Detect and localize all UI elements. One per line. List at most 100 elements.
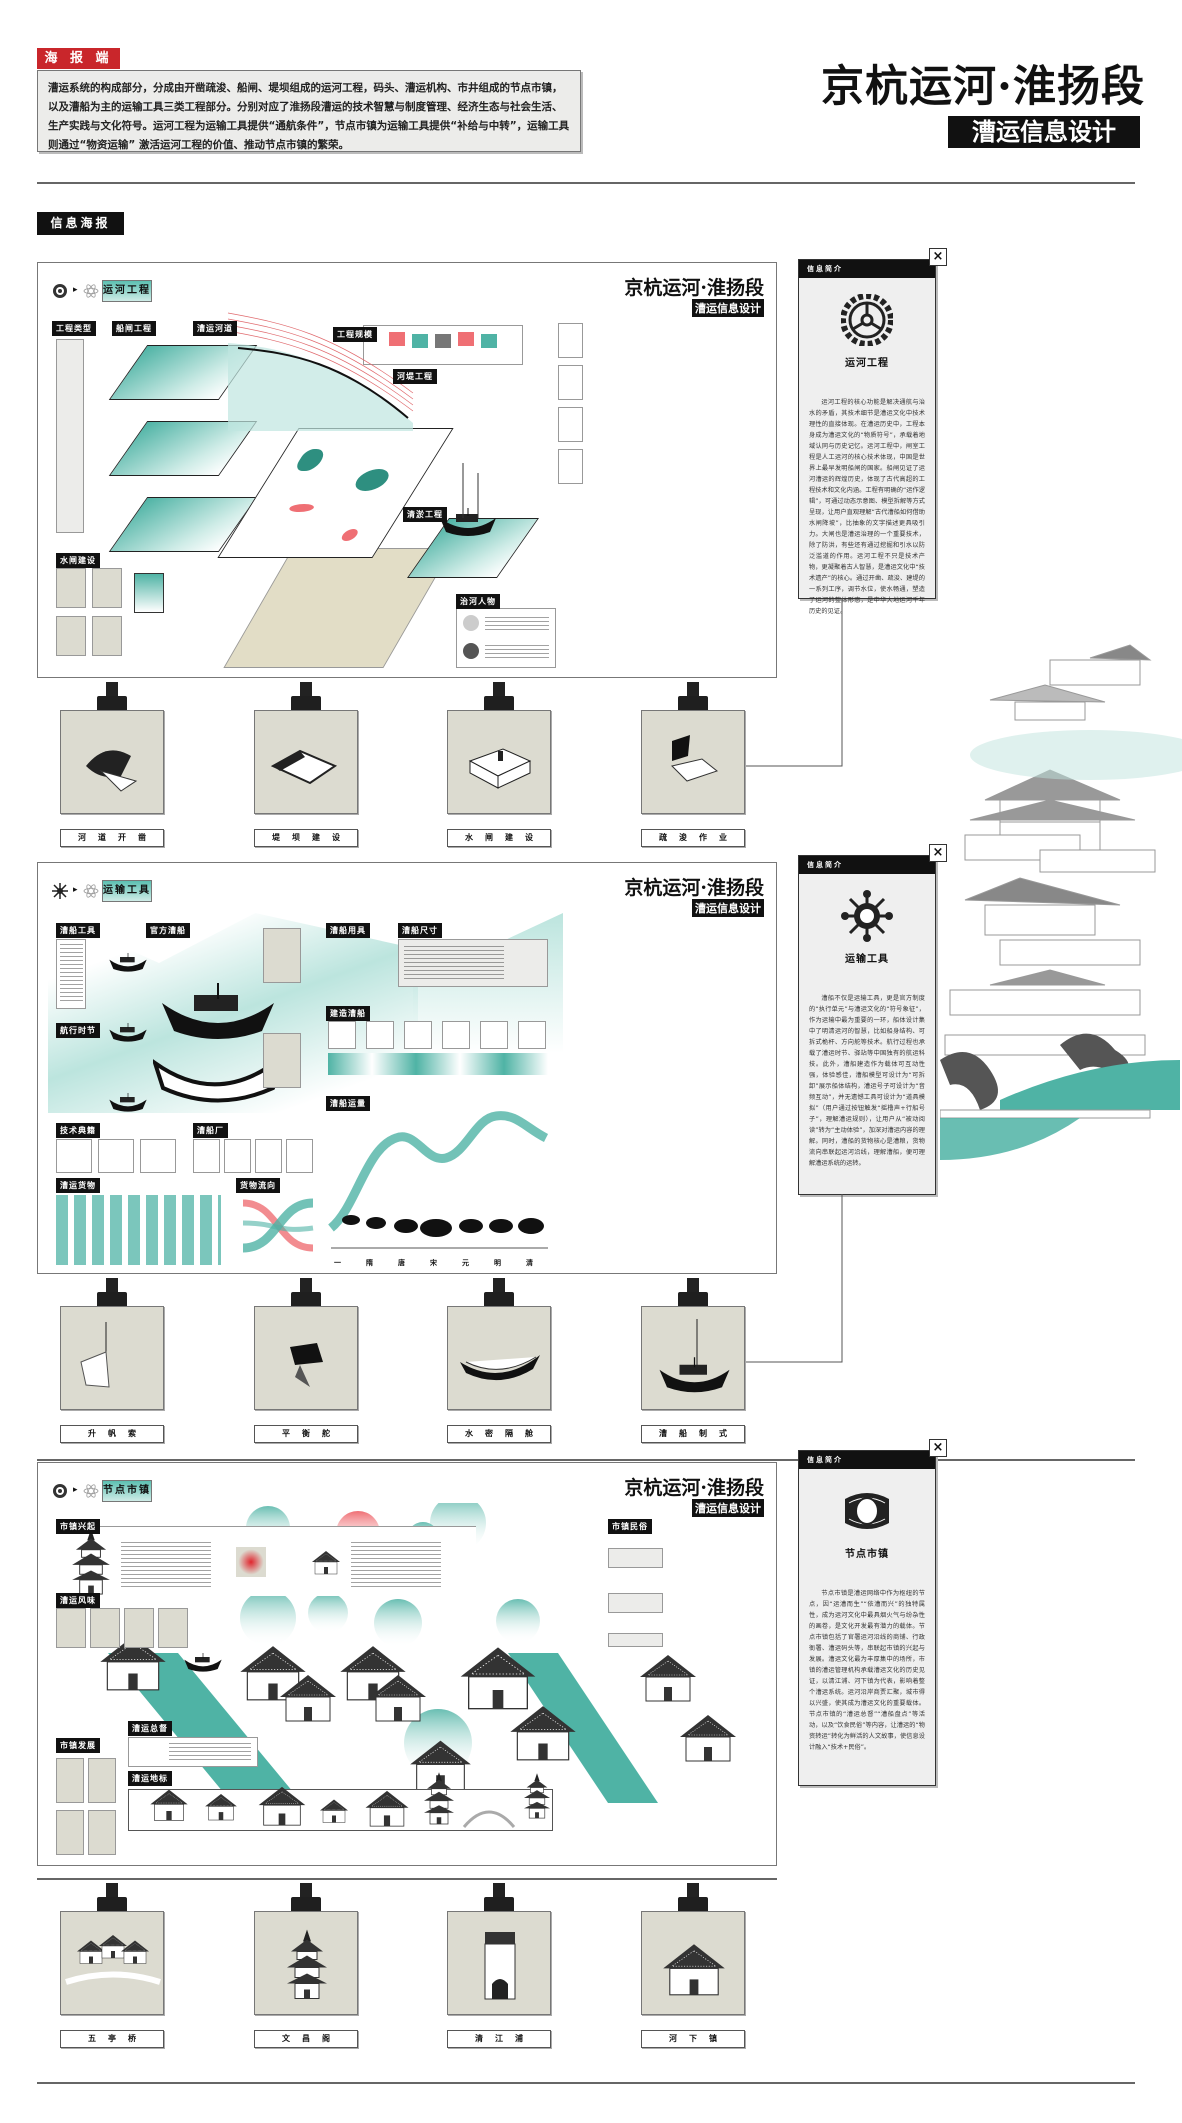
section-tag: 官方漕船 [146, 923, 190, 938]
section-tag: 漕船尺寸 [398, 923, 442, 938]
thumbnail-label: 升帆索 [60, 1425, 164, 1443]
rudder-photo [263, 928, 301, 983]
panel-mini-subtitle: 漕运信息设计 [692, 899, 764, 917]
connector-line [740, 1194, 843, 1363]
section-tag: 工程规模 [333, 327, 377, 342]
timeline-label: 唐 [398, 1259, 405, 1267]
divider [37, 1459, 1135, 1461]
panel-label: 节点市镇 [102, 1480, 152, 1502]
section-tag: 漕船用具 [326, 923, 370, 938]
boat-icon [109, 953, 148, 973]
section-tag: 河堤工程 [393, 369, 437, 384]
engineering-types-column [56, 339, 84, 533]
section-tag: 漕运地标 [128, 1771, 172, 1786]
panel-label: 运河工程 [102, 280, 152, 302]
landmark-strip [128, 1771, 553, 1831]
close-icon[interactable]: × [929, 844, 947, 862]
river-figures-box [456, 608, 556, 668]
embankment-types [558, 323, 583, 493]
cargo-grid [56, 1195, 221, 1265]
timeline-label: 一 [334, 1259, 341, 1267]
section-tag: 漕船厂 [193, 1123, 228, 1138]
timeline-label: 宋 [430, 1259, 437, 1267]
arrow-icon: ▸ [73, 885, 78, 895]
intro-text-box: 漕运系统的构成部分，分成由开凿疏浚、船闸、堤坝组成的运河工程，码头、漕运机构、市… [37, 70, 581, 152]
main-title: 京杭运河·淮扬段 [821, 62, 1145, 112]
timeline-label: 元 [462, 1259, 469, 1267]
section-tag: 治河人物 [456, 594, 500, 609]
thumbnail-label: 河下镇 [641, 2030, 745, 2048]
card-title: 运河工程 [845, 358, 889, 369]
close-icon[interactable]: × [929, 1439, 947, 1457]
card-title: 运输工具 [845, 954, 889, 965]
section-tag: 漕运河道 [193, 321, 237, 336]
boat-icon [109, 1023, 148, 1042]
transport-volume-chart [327, 1111, 549, 1249]
gear-wheel-icon [841, 294, 893, 346]
thumbnail-label: 水闸建设 [447, 829, 551, 847]
section-tag: 技术典籍 [56, 1123, 100, 1138]
main-subtitle: 漕运信息设计 [948, 116, 1140, 148]
section-tag: 市镇发展 [56, 1738, 100, 1753]
ship-wheel-icon [841, 890, 893, 942]
divider [37, 1878, 777, 1880]
governor-box [128, 1737, 258, 1767]
arrow-icon: ▸ [73, 1485, 78, 1495]
atom-icon [83, 1484, 99, 1498]
card-header: 信息简介 [799, 1451, 935, 1469]
node-town-icon [53, 1484, 67, 1498]
panel-mini-title: 京杭运河·淮扬段 [624, 1477, 764, 1499]
sail-photo [263, 1033, 301, 1088]
info-card-transport-tools: 信息简介 × 运输工具 漕船不仅是运输工具，更是官方制度的“执行单元”与漕运文化… [798, 844, 947, 1195]
section-tag: 清淤工程 [403, 507, 447, 522]
section-tag: 市镇民俗 [608, 1519, 652, 1534]
thumbnail-label: 文昌阁 [254, 2030, 358, 2048]
info-card-canal-engineering: 信息简介 × 运河工程 运河工程的核心功能是解决通航与治水的矛盾，其技术细节是漕… [798, 248, 947, 615]
card-header: 信息简介 [799, 856, 935, 874]
timeline-label: 隋 [366, 1259, 373, 1267]
engineering-scale-chart [363, 325, 523, 365]
thumbnail-label: 五亭桥 [60, 2030, 164, 2048]
folk-customs [608, 1538, 758, 1648]
thumbnail-label: 疏浚作业 [641, 829, 745, 847]
section-tag: 市镇兴起 [56, 1519, 100, 1534]
poster-panel-node-towns[interactable]: ▸ 节点市镇 京杭运河·淮扬段 漕运信息设计 [37, 1462, 777, 1866]
canal-profile-chart [227, 312, 414, 431]
junk-boat-icon [439, 463, 497, 537]
section-tag: 水闸建设 [56, 553, 100, 568]
panel-mini-title: 京杭运河·淮扬段 [624, 277, 764, 299]
card-header: 信息简介 [799, 260, 935, 278]
close-icon[interactable]: × [929, 248, 947, 266]
shipbuilding-steps [328, 1021, 553, 1081]
tool-description [56, 939, 86, 1009]
ship-wheel-icon [52, 883, 68, 899]
decorative-town-illustration [940, 644, 1182, 1160]
town-rise-strip [56, 1526, 476, 1596]
tech-books [56, 1139, 176, 1173]
card-body: 漕船不仅是运输工具，更是官方制度的“执行单元”与漕运文化的“符号象征”，作为运输… [809, 995, 925, 1167]
poster-section-tag: 海 报 端 [37, 48, 120, 69]
section-tag: 航行时节 [56, 1023, 100, 1038]
gear-icon [53, 284, 67, 298]
section-tag: 货物流向 [236, 1178, 280, 1193]
section-tag: 船闸工程 [112, 321, 156, 336]
thumbnail-label: 堤坝建设 [254, 829, 358, 847]
local-flavor-grid [56, 1608, 188, 1648]
section-tag: 工程类型 [52, 321, 96, 336]
divider [37, 2082, 1135, 2084]
thumbnail-label: 漕船制式 [641, 1425, 745, 1443]
poster-panel-canal-engineering[interactable]: ▸ 运河工程 京杭运河·淮扬段 漕运信息设计 工程类型 船闸工程 漕运河道 工程… [37, 262, 777, 678]
section-tag: 漕船工具 [56, 923, 100, 938]
panel-label: 运输工具 [102, 880, 152, 902]
section-tag: 漕船运量 [326, 1096, 370, 1111]
timeline-label: 明 [494, 1259, 501, 1267]
panel-mini-title: 京杭运河·淮扬段 [624, 877, 764, 899]
info-poster-tag: 信息海报 [37, 212, 124, 235]
arrow-icon: ▸ [73, 285, 78, 295]
thumbnail-label: 清江浦 [447, 2030, 551, 2048]
card-body: 节点市镇是漕运网络中作为枢纽的节点，因“运漕而生”“依漕而兴”的独特属性，成为运… [809, 1590, 925, 1751]
section-tag: 建造漕船 [326, 1006, 370, 1021]
panel-mini-subtitle: 漕运信息设计 [692, 299, 764, 317]
poster-panel-transport-tools[interactable]: ▸ 运输工具 京杭运河·淮扬段 漕运信息设计 漕船工具 官方漕船 漕船用具 漕船… [37, 862, 777, 1274]
section-tag: 漕运总督 [128, 1721, 172, 1736]
